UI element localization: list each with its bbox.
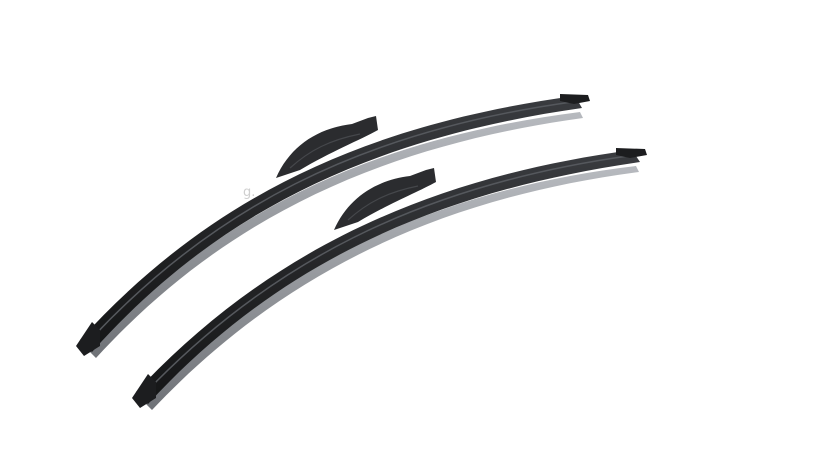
wiper-blade-lower [132,148,647,410]
blade-upper-end-right [560,94,590,104]
blade-lower-end-right [616,148,647,158]
blade-lower-connector [334,168,436,230]
blade-upper-highlight [91,101,573,339]
blade-lower-end-left [132,374,156,408]
blade-lower-highlight [147,155,629,391]
blade-upper-connector-edge [289,133,361,169]
blade-upper-connector [276,116,378,178]
blade-upper-end-left [76,322,100,356]
stray-text-fragment: g. [243,185,256,200]
wiper-blade-upper [76,94,590,358]
blade-lower-connector-edge [347,185,419,221]
